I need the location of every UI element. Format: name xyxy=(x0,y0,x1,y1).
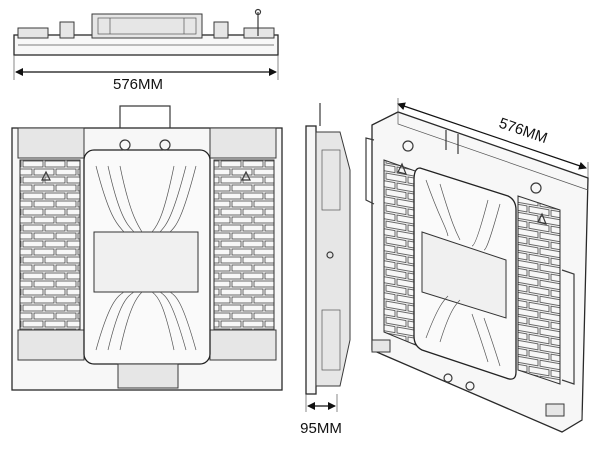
isometric-view xyxy=(365,111,589,433)
side-view xyxy=(305,103,351,412)
back-view xyxy=(11,105,283,391)
top-view xyxy=(13,8,279,80)
top-width-label: 576MM xyxy=(113,76,163,93)
iso-width-label: 576MM xyxy=(497,115,550,147)
depth-label: 95MM xyxy=(300,420,342,437)
top-width-dimension: 576MM xyxy=(15,68,277,93)
depth-dimension: 95MM xyxy=(300,402,342,437)
